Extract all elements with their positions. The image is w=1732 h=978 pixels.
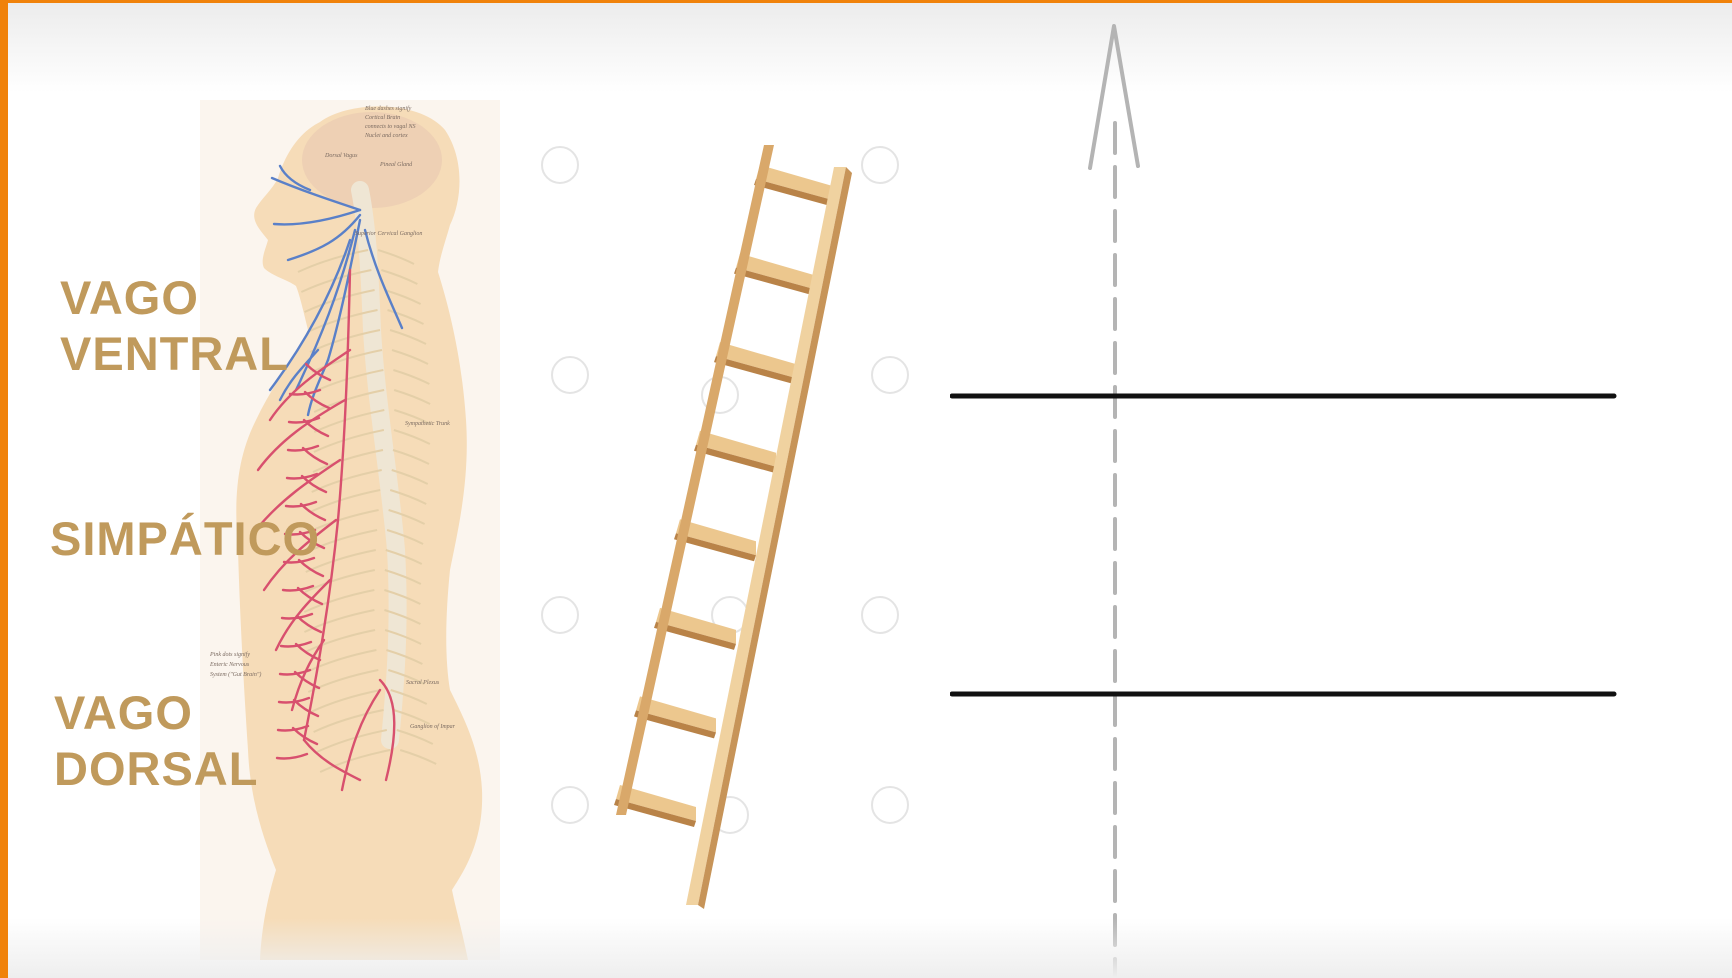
- vago-dorsal-line-1: VAGO: [54, 685, 258, 741]
- svg-text:Sympathetic Trunk: Sympathetic Trunk: [405, 421, 450, 427]
- svg-text:Pink dots signify: Pink dots signify: [209, 651, 250, 658]
- upper-horizontal-line: [950, 390, 1620, 402]
- svg-text:connects to vagal NS: connects to vagal NS: [365, 124, 416, 130]
- svg-text:Blue dashes signify: Blue dashes signify: [365, 105, 412, 112]
- vago-ventral-line-2: VENTRAL: [60, 326, 289, 382]
- left-accent-bar: [0, 0, 8, 978]
- lower-horizontal-line: [950, 688, 1620, 700]
- svg-text:Sacral Plexus: Sacral Plexus: [406, 680, 440, 686]
- bottom-shade: [8, 918, 1732, 978]
- svg-text:Enteric Nervous: Enteric Nervous: [209, 662, 250, 668]
- simpatico-text: SIMPÁTICO: [50, 511, 320, 567]
- top-shade: [8, 3, 1732, 93]
- svg-text:Ganglion of Impar: Ganglion of Impar: [410, 723, 456, 730]
- simpatico-label: SIMPÁTICO: [50, 511, 320, 567]
- vago-dorsal-line-2: DORSAL: [54, 741, 258, 797]
- svg-text:System ("Gut Brain"): System ("Gut Brain"): [210, 671, 261, 678]
- svg-text:Superior Cervical Ganglion: Superior Cervical Ganglion: [355, 231, 422, 237]
- vago-dorsal-label: VAGO DORSAL: [54, 685, 258, 797]
- svg-text:Pineal Gland: Pineal Gland: [379, 162, 413, 168]
- svg-text:Dorsal Vagus: Dorsal Vagus: [324, 153, 358, 159]
- dashed-up-arrow: [1080, 18, 1150, 978]
- vago-ventral-line-1: VAGO: [60, 270, 289, 326]
- vago-ventral-label: VAGO VENTRAL: [60, 270, 289, 382]
- svg-text:Cortical Brain: Cortical Brain: [365, 115, 400, 121]
- svg-text:Nuclei and cortex: Nuclei and cortex: [364, 133, 408, 139]
- ladder-illustration: [520, 95, 952, 950]
